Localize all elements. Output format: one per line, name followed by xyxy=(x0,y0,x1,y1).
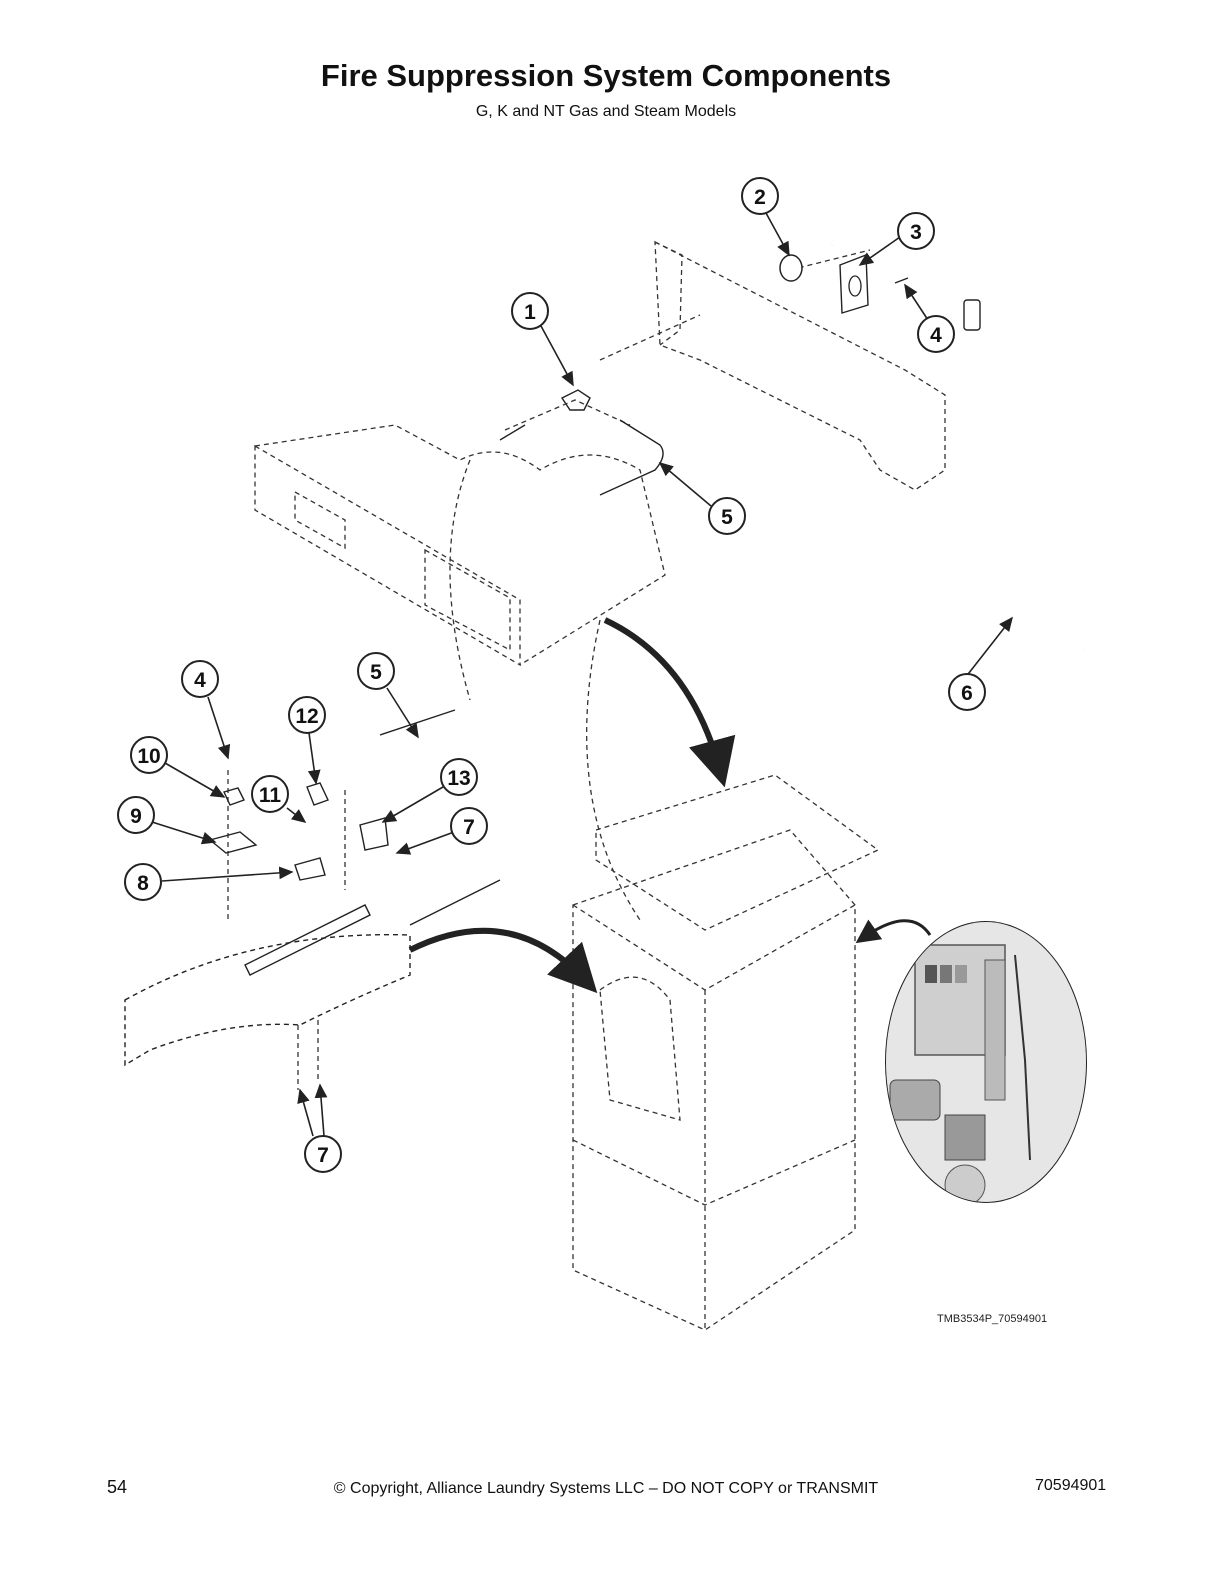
callout-4-lower: 4 xyxy=(181,660,219,698)
document-number: 70594901 xyxy=(1035,1477,1107,1494)
callout-2: 2 xyxy=(741,177,779,215)
page-number: 54 xyxy=(107,1477,128,1497)
callout-3: 3 xyxy=(897,212,935,250)
svg-text:1: 1 xyxy=(524,301,536,324)
svg-text:6: 6 xyxy=(961,682,973,705)
callout-13: 13 xyxy=(440,758,478,796)
nut-and-bracket xyxy=(779,253,909,314)
dryer-cabinet-outline xyxy=(572,774,880,1331)
callout-7-right: 7 xyxy=(450,807,488,845)
leader-lines xyxy=(151,212,1013,1137)
callout-8: 8 xyxy=(124,863,162,901)
direction-arrows xyxy=(408,617,932,994)
svg-text:11: 11 xyxy=(259,784,282,807)
svg-text:13: 13 xyxy=(447,767,470,790)
svg-text:4: 4 xyxy=(194,669,206,692)
callout-1: 1 xyxy=(511,292,549,330)
tee-and-hoses xyxy=(499,389,664,496)
svg-text:7: 7 xyxy=(463,816,475,839)
page-subtitle: G, K and NT Gas and Steam Models xyxy=(475,103,737,120)
svg-text:8: 8 xyxy=(137,872,149,895)
supply-tube-assembly xyxy=(789,165,1086,650)
callout-5-lower: 5 xyxy=(357,652,395,690)
svg-text:9: 9 xyxy=(130,805,142,828)
callout-5-upper: 5 xyxy=(708,497,746,535)
left-bracket-assembly xyxy=(124,709,501,1090)
drawing-id: TMB3534P_70594901 xyxy=(937,1313,1047,1325)
callout-11: 11 xyxy=(251,775,289,813)
svg-text:12: 12 xyxy=(295,705,318,728)
callout-9: 9 xyxy=(117,796,155,834)
svg-text:7: 7 xyxy=(317,1144,329,1167)
callout-10: 10 xyxy=(130,736,168,774)
svg-text:4: 4 xyxy=(930,324,942,347)
svg-text:5: 5 xyxy=(721,506,733,529)
copyright-notice: © Copyright, Alliance Laundry Systems LL… xyxy=(333,1480,879,1497)
callout-6: 6 xyxy=(948,673,986,711)
svg-text:3: 3 xyxy=(910,221,922,244)
callout-4-upper: 4 xyxy=(917,315,955,353)
page-title: Fire Suppression System Components xyxy=(320,58,892,93)
svg-text:2: 2 xyxy=(754,186,766,209)
callout-12: 12 xyxy=(288,696,326,734)
rear-duct-outline xyxy=(599,240,946,491)
callout-7-bottom: 7 xyxy=(304,1135,342,1173)
svg-text:5: 5 xyxy=(370,661,382,684)
svg-text:10: 10 xyxy=(137,745,160,768)
detail-inset xyxy=(885,921,1087,1203)
control-panel-outline xyxy=(254,424,666,921)
